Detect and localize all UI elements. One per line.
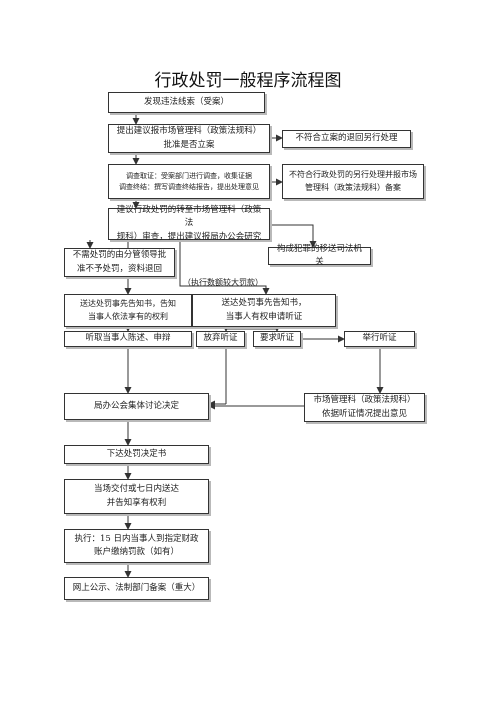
node-decision: 下达处罚决定书	[64, 445, 209, 464]
node-notify-hearing: 送达处罚事先告知书， 当事人有权申请听证	[192, 294, 336, 327]
node-not-penalize: 不需处罚的由分管领导批 准不予处罚，资料退回	[64, 248, 175, 277]
branch-label: （执行数额较大罚款）	[183, 278, 263, 287]
node-hearing-opinion: 市场管理科（政策法规科） 依据听证情况提出意见	[304, 393, 425, 422]
node-notify-rights: 送达处罚事先告知书，告知 当事人依法享有的权利	[64, 294, 192, 327]
node-propose: 提出建议报市场管理科（政策法规科） 批准是否立案	[108, 124, 270, 153]
node-no-case: 不符合立案的退回另行处理	[282, 130, 411, 148]
node-request: 要求听证	[253, 331, 301, 347]
arrow-notifyhearing-request	[265, 325, 281, 332]
node-waive: 放弃听证	[196, 331, 245, 347]
arrow-suggest-crime	[270, 224, 317, 248]
node-suggest: 建议行政处罚的转至市场管理科（政策法 规科）审查，提出建议报局办公会研究	[108, 205, 270, 242]
node-investigate: 调查取证：受案部门进行调查，收集证据 调查终结：撰写调查终结报告，提出处理意见	[108, 164, 270, 199]
node-meeting: 局办公会集体讨论决定	[64, 393, 209, 420]
node-discover: 发现违法线索（受案）	[108, 92, 265, 113]
node-crime: 构成犯罪的移送司法机关	[268, 244, 371, 267]
node-publish: 网上公示、法制部门备案（重大）	[64, 577, 209, 600]
node-hold: 举行听证	[344, 331, 415, 347]
arrow-suggest-notifyhearing	[179, 240, 270, 295]
node-deliver: 当场交付或七日内送达 并告知享有权利	[64, 479, 209, 514]
node-execute: 执行：15 日内当事人到指定财政 账户缴纳罚款（如有）	[64, 529, 209, 563]
flowchart-title: 行政处罚一般程序流程图	[154, 71, 342, 91]
node-listen: 听取当事人陈述、申辩	[64, 331, 192, 347]
node-no-penalty-report: 不符合行政处罚的另行处理并报市场 管理科（政策法规科）备案	[282, 164, 424, 199]
